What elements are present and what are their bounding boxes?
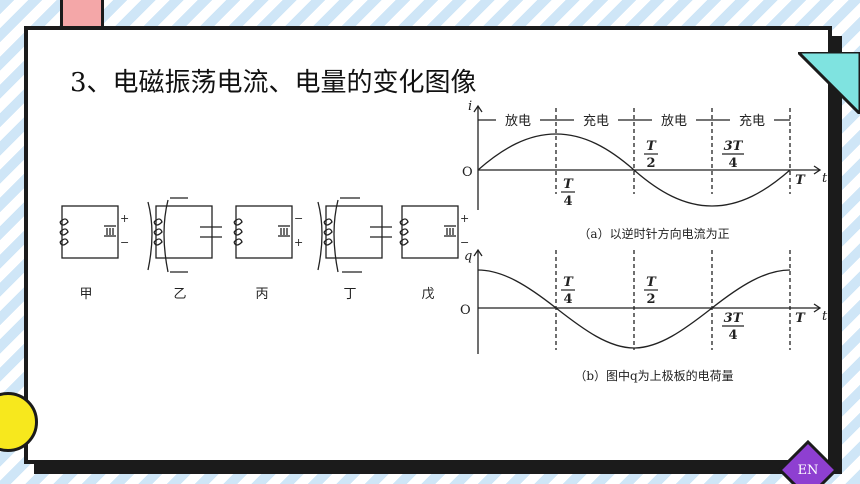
corner-triangle-decoration (798, 52, 860, 114)
q-axis-label: q (464, 249, 472, 264)
tick-t: T (795, 173, 806, 188)
tick-4: 4 (563, 292, 572, 307)
minus-sign: − (294, 212, 303, 225)
en-badge[interactable]: EN (778, 440, 838, 484)
tick-t: T (646, 139, 657, 154)
charge-graph: q t O T 4 T 2 3T 4 T （b）图中q为上极板的电荷量 (460, 248, 828, 383)
circuit-ding (317, 197, 392, 273)
t-axis-label: t (822, 309, 828, 324)
tick-2: 2 (646, 292, 655, 307)
circuit-label: 戊 (421, 287, 434, 302)
circuit-label: 丁 (343, 287, 356, 302)
lc-circuit-diagrams: + − − + + − 甲 乙 丙 丁 戊 (59, 197, 469, 302)
circuit-bing (233, 205, 293, 259)
plus-sign: + (460, 212, 469, 225)
phase-label: 放电 (505, 114, 531, 129)
tick-3t: 3T (724, 311, 744, 326)
circuit-label: 甲 (79, 287, 92, 302)
graph-a-caption: （a）以逆时针方向电流为正 (578, 226, 729, 241)
plus-sign: + (120, 212, 129, 225)
circuit-wu (399, 205, 459, 259)
tick-4: 4 (728, 156, 737, 171)
t-axis-label: t (822, 171, 828, 186)
tick-t: T (563, 275, 574, 290)
tick-t: T (563, 177, 574, 192)
circuit-label: 丙 (255, 287, 268, 302)
phase-label: 充电 (583, 113, 609, 129)
current-graph: i t O 放电 充电 放电 充电 T 4 T 2 3T 4 T （a）以逆时针… (462, 99, 828, 241)
circuit-label: 乙 (173, 287, 186, 302)
phase-label: 充电 (739, 113, 765, 129)
tick-4: 4 (563, 194, 572, 209)
current-curve (477, 133, 791, 207)
tick-2: 2 (646, 156, 655, 171)
tick-t: T (795, 311, 806, 326)
tick-4: 4 (728, 328, 737, 343)
i-axis-label: i (468, 99, 472, 114)
minus-sign: − (460, 236, 469, 249)
content-card (24, 26, 832, 464)
plus-sign: + (294, 236, 303, 249)
minus-sign: − (120, 236, 129, 249)
page-title: 3、电磁振荡电流、电量的变化图像 (70, 68, 477, 98)
phase-label: 放电 (661, 114, 687, 129)
circuit-yi (147, 197, 222, 273)
circuit-jia (59, 205, 119, 259)
tick-t: T (646, 275, 657, 290)
origin-label: O (460, 303, 471, 318)
graph-b-caption: （b）图中q为上极板的电荷量 (574, 368, 733, 383)
en-badge-label: EN (798, 463, 819, 478)
tick-3t: 3T (724, 139, 744, 154)
origin-label: O (462, 165, 473, 180)
